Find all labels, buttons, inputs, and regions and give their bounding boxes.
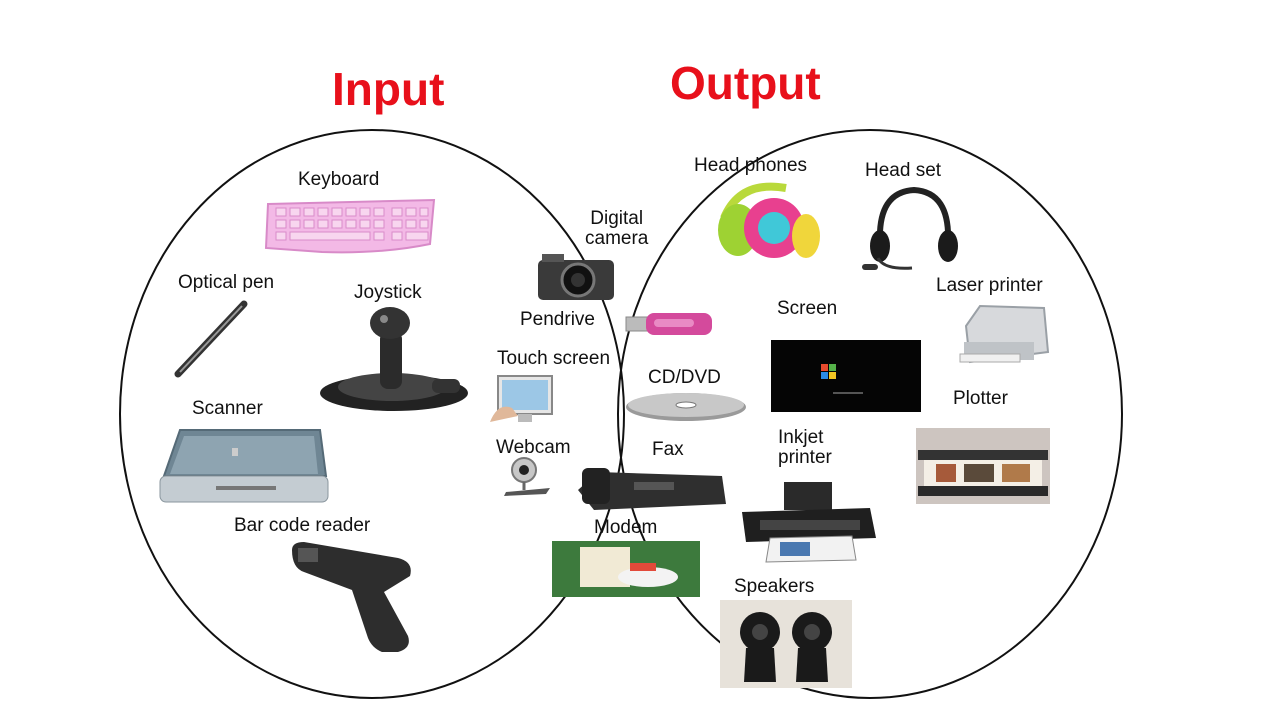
inkjet-printer-label-line1: Inkjet [778, 427, 824, 448]
joystick-label: Joystick [354, 282, 422, 303]
touch-screen-label: Touch screen [497, 348, 611, 369]
plotter-icon [916, 428, 1050, 504]
webcam-icon [504, 457, 550, 496]
scanner-label: Scanner [192, 398, 263, 419]
inkjet-printer-label: Inkjet printer [778, 428, 832, 468]
digital-camera-label-line2: camera [585, 227, 649, 249]
head-set-icon [862, 186, 958, 270]
speakers-icon [720, 600, 852, 688]
modem-label: Modem [594, 517, 658, 538]
pendrive-label: Pendrive [520, 309, 595, 330]
digital-camera-label-line1: Digital [590, 208, 644, 229]
modem-icon [552, 541, 700, 597]
input-circle [119, 129, 625, 699]
keyboard-icon [264, 198, 436, 254]
speakers-label: Speakers [734, 576, 815, 597]
plotter-label: Plotter [953, 388, 1008, 409]
optical-pen-icon [174, 300, 248, 378]
digital-camera-label: Digital camera [585, 209, 648, 249]
screen-icon [771, 340, 921, 412]
input-title: Input [332, 63, 445, 115]
scanner-icon [159, 429, 329, 503]
pendrive-icon [625, 313, 712, 335]
screen-label: Screen [777, 298, 838, 319]
joystick-icon [320, 307, 468, 411]
inkjet-printer-icon [742, 482, 876, 563]
cd-dvd-label: CD/DVD [648, 367, 721, 388]
output-title: Output [670, 57, 821, 109]
head-phones-label: Head phones [694, 155, 808, 176]
inkjet-printer-label-line2: printer [778, 446, 832, 468]
laser-printer-label: Laser printer [936, 275, 1043, 296]
head-set-label: Head set [865, 160, 942, 181]
webcam-label: Webcam [496, 437, 571, 458]
bar-code-reader-label: Bar code reader [234, 515, 371, 536]
optical-pen-label: Optical pen [178, 272, 275, 293]
bar-code-reader-icon [292, 542, 411, 652]
fax-icon [578, 468, 726, 510]
digital-camera-icon [538, 254, 614, 300]
fax-label: Fax [652, 439, 684, 460]
touch-screen-icon [490, 375, 553, 422]
laser-printer-icon [959, 304, 1050, 364]
keyboard-label: Keyboard [298, 169, 380, 190]
output-circle [617, 129, 1123, 699]
cd-dvd-icon [626, 393, 746, 421]
head-phones-icon [718, 182, 820, 258]
